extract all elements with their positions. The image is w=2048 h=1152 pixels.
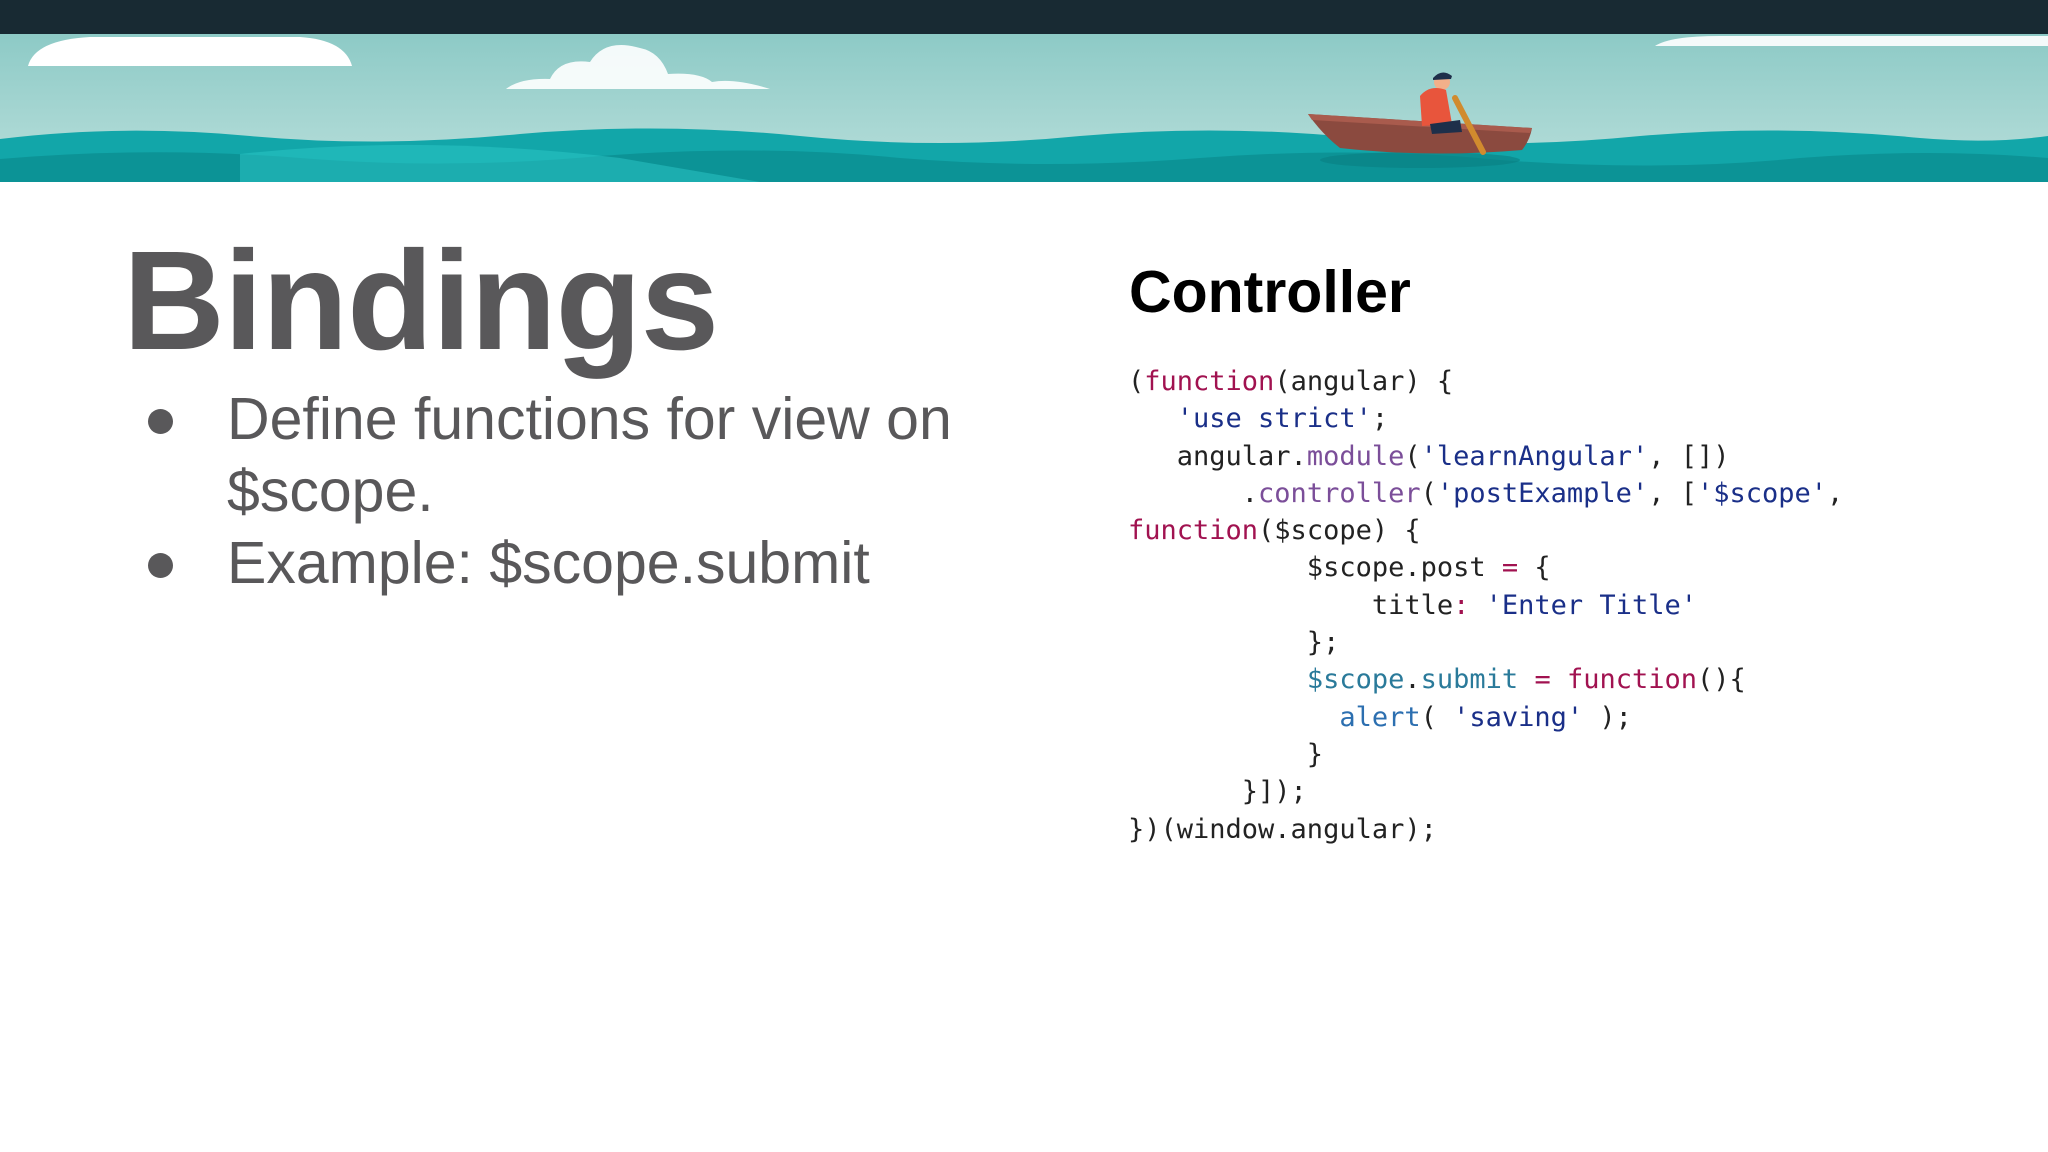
code-line: title: 'Enter Title' [1128, 589, 1697, 621]
code-line: alert( 'saving' ); [1339, 701, 1632, 733]
bullet-list: Define functions for view on $scope. Exa… [140, 383, 1020, 599]
code-block: (function(angular) { 'use strict'; angul… [1128, 363, 1843, 848]
cloud-icon [28, 37, 352, 66]
code-line: angular.module('learnAngular', []) [1128, 440, 1730, 472]
header-illustration [0, 34, 2048, 182]
rower-icon [1420, 72, 1486, 155]
bullet-text: Define functions for view on $scope. [227, 386, 952, 524]
code-line: }]); [1128, 776, 1307, 808]
top-bar [0, 0, 2048, 34]
code-line: .controller('postExample', ['$scope', [1128, 477, 1844, 509]
code-line: }; [1128, 627, 1340, 659]
code-line: function($scope) { [1128, 515, 1421, 547]
bullet-item: Define functions for view on $scope. [140, 383, 1020, 527]
sea-scene [0, 34, 2048, 182]
code-line: (function(angular) { [1128, 366, 1454, 397]
code-line: $scope.submit = function(){ [1306, 664, 1746, 696]
bullet-text: Example: $scope.submit [227, 530, 870, 596]
code-heading: Controller [1129, 259, 1411, 325]
cloud-icon [1655, 36, 2048, 46]
code-line: 'use strict'; [1176, 403, 1389, 435]
slide-title: Bindings [123, 221, 719, 379]
bullet-icon [148, 553, 173, 578]
code-line: })(window.angular); [1128, 813, 1437, 845]
bullet-icon [148, 409, 173, 434]
cloud-icon [506, 45, 770, 89]
code-line: } [1128, 738, 1324, 770]
bullet-item: Example: $scope.submit [140, 527, 1020, 599]
code-line: $scope.post = { [1128, 552, 1551, 584]
